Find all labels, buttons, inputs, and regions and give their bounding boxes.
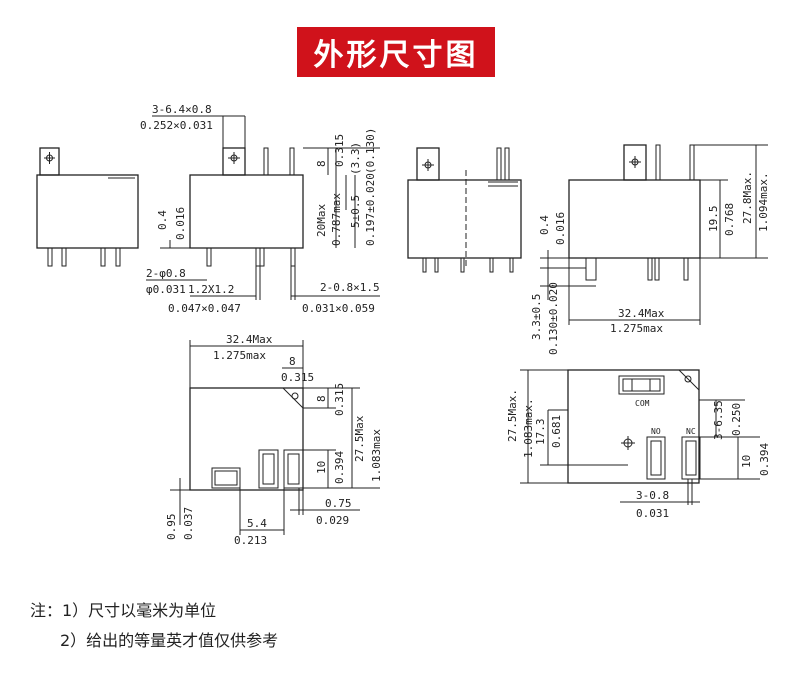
dim-d1: 5±0.5 bbox=[349, 195, 362, 228]
dim-w1: 27.5Max. bbox=[506, 389, 519, 442]
dim-x2: 0.681 bbox=[550, 415, 563, 448]
dim-i1: 2-0.8×1.5 bbox=[320, 281, 380, 294]
relay-side-view-1 bbox=[407, 147, 522, 273]
dim-d2: (3.3) bbox=[349, 142, 362, 175]
dim-e1: 0.197±0.020 bbox=[364, 173, 377, 246]
dim-z2: 0.394 bbox=[758, 443, 771, 476]
dim-u1: 0.75 bbox=[325, 497, 352, 510]
dim-o1: 32.4Max bbox=[226, 333, 273, 346]
dim-aa1: 3-0.8 bbox=[636, 489, 669, 502]
note-line-2: 2）给出的等量英才值仅供参考 bbox=[60, 631, 279, 650]
dim-e2: (0.130) bbox=[364, 128, 377, 174]
dim-k1: 19.5 bbox=[707, 206, 720, 233]
dim-t2: 0.037 bbox=[182, 507, 195, 540]
dim-b1: 0.315 bbox=[333, 134, 346, 167]
dim-u2: 0.029 bbox=[316, 514, 349, 527]
dim-q1: 8 bbox=[315, 395, 328, 402]
dim-p2: 0.315 bbox=[281, 371, 314, 384]
dim-r1: 27.5Max bbox=[353, 415, 366, 462]
dim-r2: 1.083max bbox=[370, 429, 383, 482]
dim-c2: 0.787max bbox=[330, 193, 343, 246]
dim-b2: 8 bbox=[315, 160, 328, 167]
dim-n2: 1.275max bbox=[610, 322, 663, 335]
dim-z1: 10 bbox=[740, 455, 753, 468]
dim-j1: 0.4 bbox=[538, 215, 551, 235]
dim-m1: 3.3±0.5 bbox=[530, 294, 543, 340]
dim-v2: 0.213 bbox=[234, 534, 267, 547]
notes: 注：1）尺寸以毫米为单位 2）给出的等量英才值仅供参考 bbox=[30, 596, 278, 656]
dim-v1: 5.4 bbox=[247, 517, 267, 530]
pin-label-com: COM bbox=[635, 399, 650, 408]
dim-f2: 0.016 bbox=[174, 207, 187, 240]
dim-k2: 0.768 bbox=[723, 203, 736, 236]
dim-aa2: 0.031 bbox=[636, 507, 669, 520]
dim-m2: 0.130±0.020 bbox=[547, 282, 560, 355]
dim-j2: 0.016 bbox=[554, 212, 567, 245]
dim-w2: 1.083max. bbox=[522, 398, 535, 458]
relay-side-view-2 bbox=[540, 144, 768, 325]
relay-front-view-1 bbox=[36, 147, 139, 267]
dim-o2: 1.275max bbox=[213, 349, 266, 362]
page-title: 外形尺寸图 bbox=[297, 27, 495, 77]
dim-g1: 2-φ0.8 bbox=[146, 267, 186, 280]
dim-x1: 17.3 bbox=[534, 419, 547, 446]
dim-h2: 0.047×0.047 bbox=[168, 302, 241, 315]
dim-c1: 20Max bbox=[315, 204, 328, 237]
dim-a1: 3-6.4×0.8 bbox=[152, 103, 212, 116]
dim-a2: 0.252×0.031 bbox=[140, 119, 213, 132]
dim-s2: 0.394 bbox=[333, 451, 346, 484]
dim-l1: 27.8Max. bbox=[741, 171, 754, 224]
dim-y1: 3-6.35 bbox=[712, 400, 725, 440]
relay-top-view bbox=[170, 340, 380, 535]
dim-s1: 10 bbox=[315, 461, 328, 474]
dim-q2: 0.315 bbox=[333, 383, 346, 416]
dim-n1: 32.4Max bbox=[618, 307, 665, 320]
dim-y2: 0.250 bbox=[730, 403, 743, 436]
dim-p1: 8 bbox=[289, 355, 296, 368]
dim-t1: 0.95 bbox=[165, 514, 178, 541]
dim-g2: φ0.031 bbox=[146, 283, 186, 296]
relay-front-view-2 bbox=[146, 115, 380, 300]
dim-f1: 0.4 bbox=[156, 210, 169, 230]
dim-i2: 0.031×0.059 bbox=[302, 302, 375, 315]
note-line-1: 注：1）尺寸以毫米为单位 bbox=[30, 601, 217, 620]
pin-label-no: NO bbox=[651, 427, 661, 436]
dim-h1: 1.2X1.2 bbox=[188, 283, 234, 296]
pin-label-nc: NC bbox=[686, 427, 696, 436]
relay-bottom-view bbox=[520, 369, 760, 505]
dim-l2: 1.094max. bbox=[757, 172, 770, 232]
